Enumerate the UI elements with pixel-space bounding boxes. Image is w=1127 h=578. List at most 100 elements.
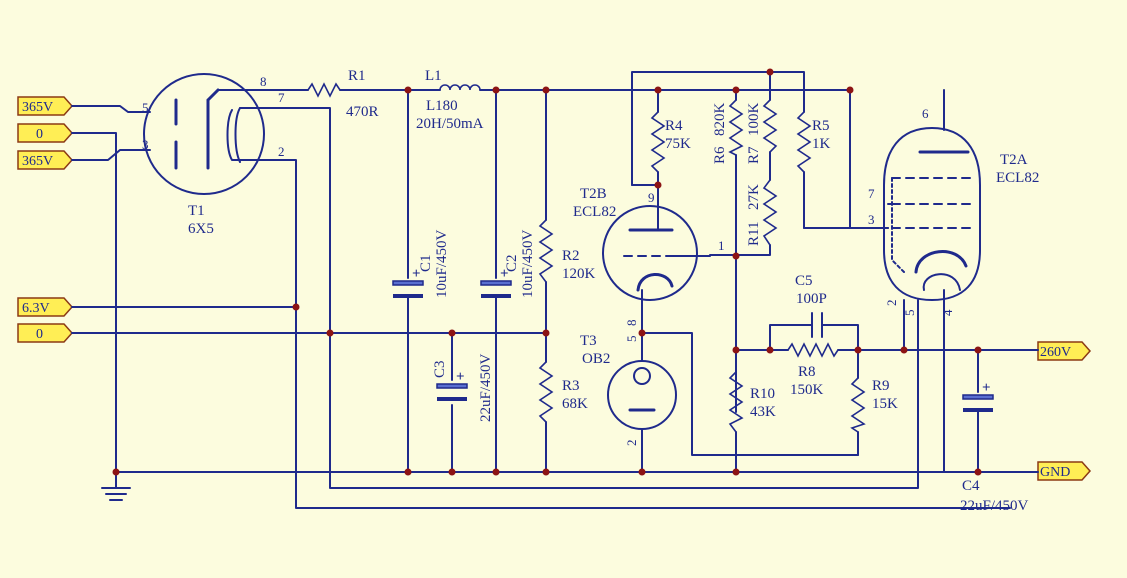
r4-value: 75K bbox=[665, 136, 691, 152]
r10-ref: R10 bbox=[750, 386, 775, 402]
c1-value: 10uF/450V bbox=[434, 229, 450, 298]
capacitor-c4: + C4 22uF/450V bbox=[960, 380, 1029, 514]
c4-plus: + bbox=[982, 380, 991, 396]
r5-ref: R5 bbox=[812, 118, 830, 134]
l1-value: 20H/50mA bbox=[416, 116, 484, 132]
r11-value: 27K bbox=[746, 184, 762, 210]
t2b-value: ECL82 bbox=[573, 204, 616, 220]
c3-plus: + bbox=[456, 369, 465, 385]
resistor-r2: R2 120K bbox=[538, 219, 596, 283]
c2-value: 10uF/450V bbox=[520, 229, 536, 298]
port-0-top: 0 bbox=[17, 123, 74, 143]
c1-ref: C1 bbox=[418, 254, 434, 272]
t1-pin-7: 7 bbox=[278, 90, 285, 105]
r5-value: 1K bbox=[812, 136, 831, 152]
c4-value: 22uF/450V bbox=[960, 498, 1029, 514]
resistor-r10: R10 43K bbox=[728, 371, 776, 433]
c3-value: 22uF/450V bbox=[478, 353, 494, 422]
r4-ref: R4 bbox=[665, 118, 683, 134]
r6-ref: R6 bbox=[712, 146, 728, 164]
t2a-pin-7: 7 bbox=[868, 186, 875, 201]
port-0-top-label: 0 bbox=[36, 127, 43, 142]
resistor-r7: R7 100K bbox=[746, 99, 778, 164]
r9-ref: R9 bbox=[872, 378, 890, 394]
resistor-r1: R1 470R bbox=[307, 68, 379, 120]
c5-ref: C5 bbox=[795, 273, 813, 289]
r8-value: 150K bbox=[790, 382, 824, 398]
t2b-ref: T2B bbox=[580, 186, 607, 202]
r2-ref: R2 bbox=[562, 248, 580, 264]
resistor-r11: R11 27K bbox=[746, 179, 778, 246]
t2b-pin-1: 1 bbox=[718, 238, 725, 253]
port-260v-label: 260V bbox=[1040, 345, 1071, 360]
c1-plus: + bbox=[412, 266, 421, 282]
l1-part: L180 bbox=[426, 98, 458, 114]
t2b-pin-9: 9 bbox=[648, 190, 655, 205]
t2a-pin-6: 6 bbox=[922, 106, 929, 121]
port-365v-bottom-label: 365V bbox=[22, 154, 53, 169]
c2-plus: + bbox=[500, 266, 509, 282]
t3-pin-2: 2 bbox=[624, 440, 639, 447]
port-365v-top: 365V bbox=[17, 96, 74, 116]
r3-ref: R3 bbox=[562, 378, 580, 394]
t3-ref: T3 bbox=[580, 333, 597, 349]
r7-value: 100K bbox=[746, 103, 762, 137]
t2a-value: ECL82 bbox=[996, 170, 1039, 186]
capacitor-c2: + C2 10uF/450V bbox=[480, 229, 536, 298]
port-0-bottom: 0 bbox=[17, 323, 74, 343]
r10-value: 43K bbox=[750, 404, 776, 420]
resistor-r4: R4 75K bbox=[650, 111, 691, 173]
resistor-r5: R5 1K bbox=[796, 111, 831, 173]
r6-value: 820K bbox=[712, 103, 728, 137]
resistor-r3: R3 68K bbox=[538, 361, 588, 423]
port-365v-bottom: 365V bbox=[17, 150, 74, 170]
capacitor-c3: + C3 22uF/450V bbox=[432, 353, 494, 422]
t3-pin-5: 5 bbox=[624, 336, 639, 343]
c3-ref: C3 bbox=[432, 360, 448, 378]
port-gnd-label: GND bbox=[1040, 465, 1070, 480]
r1-ref: R1 bbox=[348, 68, 366, 84]
tube-t2a: 6 7 3 2 5 4 T2A ECL82 bbox=[868, 106, 1039, 316]
t2a-pin-3: 3 bbox=[868, 212, 875, 227]
l1-ref: L1 bbox=[425, 68, 442, 84]
inductor-l1: L1 L180 20H/50mA bbox=[416, 68, 484, 132]
junctions bbox=[112, 68, 982, 476]
port-0-bottom-label: 0 bbox=[36, 327, 43, 342]
port-6-3v-label: 6.3V bbox=[22, 301, 50, 316]
c5-value: 100P bbox=[796, 291, 827, 307]
port-365v-top-label: 365V bbox=[22, 100, 53, 115]
t1-pin-5: 5 bbox=[142, 100, 149, 115]
tube-t2b: 9 1 8 T2B ECL82 bbox=[573, 186, 725, 326]
r9-value: 15K bbox=[872, 396, 898, 412]
port-260v: 260V bbox=[1037, 341, 1092, 361]
t2b-pin-8: 8 bbox=[624, 320, 639, 327]
resistor-r8: R8 150K bbox=[787, 342, 839, 398]
t2a-pin-5: 5 bbox=[902, 310, 917, 317]
t3-value: OB2 bbox=[582, 351, 610, 367]
c2-ref: C2 bbox=[504, 254, 520, 272]
t1-pin-8: 8 bbox=[260, 74, 267, 89]
resistor-r6: R6 820K bbox=[712, 99, 744, 164]
r7-ref: R7 bbox=[746, 146, 762, 164]
capacitor-c5: C5 100P bbox=[795, 273, 827, 338]
r3-value: 68K bbox=[562, 396, 588, 412]
c4-ref: C4 bbox=[962, 478, 980, 494]
t1-value: 6X5 bbox=[188, 221, 214, 237]
t2a-pin-2: 2 bbox=[884, 300, 899, 307]
t1-pin-3: 3 bbox=[142, 137, 149, 152]
r2-value: 120K bbox=[562, 266, 596, 282]
port-6-3v: 6.3V bbox=[17, 297, 74, 317]
t1-pin-2: 2 bbox=[278, 144, 285, 159]
t2a-pin-4: 4 bbox=[940, 309, 955, 316]
tube-t1: 5 3 8 7 2 T1 6X5 bbox=[142, 73, 285, 237]
t2a-ref: T2A bbox=[1000, 152, 1028, 168]
wires bbox=[71, 71, 1039, 509]
r8-ref: R8 bbox=[798, 364, 816, 380]
port-gnd: GND bbox=[1037, 461, 1092, 481]
tube-t3: 5 2 T3 OB2 bbox=[580, 333, 677, 447]
r1-value: 470R bbox=[346, 104, 379, 120]
resistor-r9: R9 15K bbox=[850, 377, 898, 433]
r11-ref: R11 bbox=[746, 222, 762, 246]
capacitor-c1: + C1 10uF/450V bbox=[392, 229, 450, 298]
